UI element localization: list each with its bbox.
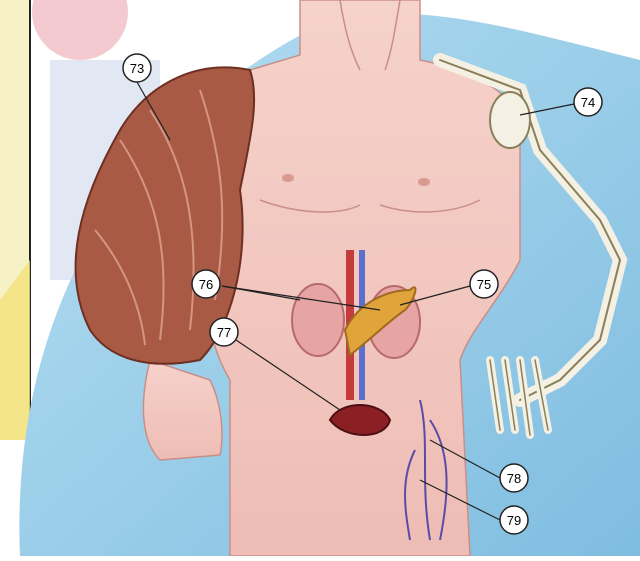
callout-76: 76 [192, 270, 220, 298]
callout-77-label: 77 [217, 325, 231, 340]
left-panel [0, 0, 30, 440]
callout-78: 78 [500, 464, 528, 492]
callout-77: 77 [210, 318, 238, 346]
callout-73-label: 73 [130, 61, 144, 76]
callout-74-label: 74 [581, 95, 595, 110]
callout-74: 74 [574, 88, 602, 116]
callout-73: 73 [123, 54, 151, 82]
callout-78-label: 78 [507, 471, 521, 486]
callout-76-label: 76 [199, 277, 213, 292]
callout-79: 79 [500, 506, 528, 534]
callout-75: 75 [470, 270, 498, 298]
callout-75-label: 75 [477, 277, 491, 292]
callout-79-label: 79 [507, 513, 521, 528]
